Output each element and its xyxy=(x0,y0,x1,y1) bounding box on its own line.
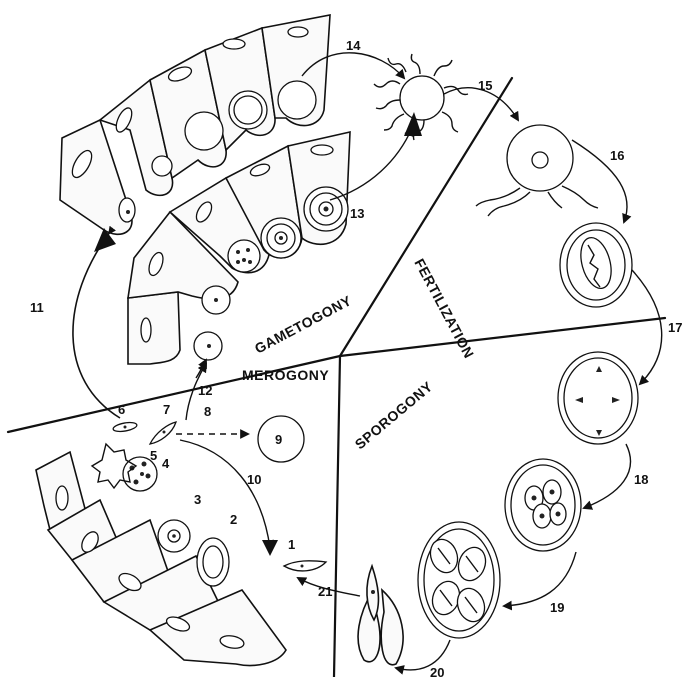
stage-label: 17 xyxy=(668,320,682,335)
stage-label: 8 xyxy=(204,404,211,419)
stage-label: 1 xyxy=(288,537,295,552)
stage-label: 3 xyxy=(194,492,201,507)
stage-label: 15 xyxy=(478,78,492,93)
stage-label: 21 xyxy=(318,584,332,599)
stage-label: 4 xyxy=(162,456,170,471)
sporozoite-1 xyxy=(284,561,326,571)
region-label-gametogony: GAMETOGONY xyxy=(252,292,354,357)
oocyst-17 xyxy=(558,352,638,444)
region-label-merogony: MEROGONY xyxy=(242,367,329,383)
stage-label: 11 xyxy=(30,300,44,315)
region-label-sporogony: SPOROGONY xyxy=(352,378,436,452)
stage-label: 16 xyxy=(610,148,624,163)
region-label-fertilization: FERTILIZATION xyxy=(411,256,477,361)
stage-label: 18 xyxy=(634,472,648,487)
stage-label: 6 xyxy=(118,402,125,417)
stage-label: 19 xyxy=(550,600,564,615)
stage-label: 20 xyxy=(430,665,444,677)
stage-label: 13 xyxy=(350,206,364,221)
stage-label: 5 xyxy=(150,448,157,463)
zygote-16 xyxy=(476,125,598,216)
stage-label: 2 xyxy=(230,512,237,527)
divider-merogony-sporogony xyxy=(334,356,340,677)
excystation xyxy=(358,566,403,665)
stage-label: 10 xyxy=(247,472,261,487)
oocyst-18 xyxy=(505,459,581,551)
stage-label: 9 xyxy=(275,432,282,447)
epithelial-cell xyxy=(128,292,180,364)
stage-label: 7 xyxy=(163,402,170,417)
stage-label: 12 xyxy=(198,383,212,398)
divider-fertilization-sporogony xyxy=(340,318,665,356)
oocyst-unsporulated xyxy=(560,223,632,307)
fertilization-zygote xyxy=(374,54,468,140)
stage-label: 14 xyxy=(346,38,361,53)
oocyst-sporulated-19 xyxy=(418,522,500,638)
